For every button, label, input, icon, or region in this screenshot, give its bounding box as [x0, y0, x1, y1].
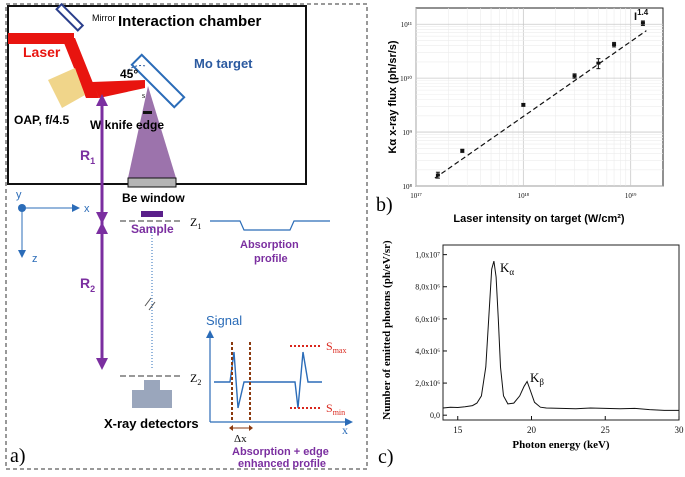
- chart-b-data-point: [521, 103, 526, 107]
- z2-label: Z2: [190, 371, 201, 387]
- laser-beam-down: [62, 38, 99, 98]
- chart-b-y-tick-label: 10¹⁰: [400, 75, 412, 83]
- chart-c-y-tick-label: 4,0x10⁶: [415, 347, 440, 356]
- y-axis-label: y: [16, 189, 22, 201]
- x-axis-label: x: [84, 203, 90, 215]
- mo-target-icon: [130, 53, 186, 109]
- panel-b-label: b): [376, 194, 393, 216]
- knife-edge-label: W knife edge: [90, 118, 164, 132]
- chart-c-ylabel: Number of emitted photons (ph/eV/sr): [381, 240, 393, 420]
- edge-signal-line: [214, 351, 322, 409]
- z-axis-label: z: [32, 253, 38, 265]
- signal-x-arrow: [345, 418, 353, 426]
- chart-b-x-tick-label: 10¹⁷: [410, 192, 422, 200]
- sample-icon: [141, 211, 163, 217]
- chamber-title: Interaction chamber: [118, 13, 262, 30]
- r1-arrow-bottom: [96, 212, 108, 224]
- panel-c-chart: Number of emitted photons (ph/eV/sr) Pho…: [378, 240, 684, 468]
- mirror-label: Mirror: [92, 13, 116, 23]
- chart-b-y-tick-label: 10⁹: [403, 129, 413, 137]
- xray-cone: [128, 86, 176, 178]
- panel-a: Interaction chamber Mirror Laser OAP, f/…: [5, 2, 368, 470]
- break-mark-1: [144, 297, 152, 307]
- break-mark-2: [148, 301, 156, 311]
- chart-c-x-tick-label: 25: [601, 425, 611, 435]
- edge-profile-label-1: Absorption + edge: [232, 446, 329, 458]
- chart-b-xlabel: Laser intensity on target (W/cm²): [453, 213, 624, 225]
- chart-b-x-tick-label: 10¹⁸: [518, 192, 530, 200]
- detector-icon-base: [132, 390, 172, 408]
- r2-label: R2: [80, 275, 95, 294]
- chart-c-y-tick-label: 2,0x10⁶: [415, 379, 440, 388]
- z1-label: Z1: [190, 215, 201, 231]
- z-axis-arrow: [18, 250, 26, 258]
- chart-c-y-tick-label: 8,0x10⁶: [415, 283, 440, 292]
- chart-b-x-tick-label: 10¹⁹: [625, 192, 637, 200]
- be-window-icon: [127, 177, 177, 188]
- chart-b-data-point: [435, 173, 440, 177]
- sample-label: Sample: [131, 222, 174, 236]
- x-axis-arrow: [72, 204, 80, 212]
- signal-x-label: x: [342, 423, 348, 437]
- panel-a-label: a): [10, 445, 26, 467]
- laser-beam-in: [8, 33, 74, 44]
- panel-c-label: c): [378, 446, 394, 468]
- absorption-profile-label-1: Absorption: [240, 239, 299, 251]
- k-beta-label: Kβ: [530, 370, 544, 387]
- absorption-profile-line: [210, 220, 330, 231]
- chart-b-y-tick-label: 10⁸: [403, 183, 413, 191]
- oap-label: OAP, f/4.5: [14, 113, 69, 127]
- chart-c-spectrum-line: [442, 260, 679, 411]
- edge-profile-label-2: enhanced profile: [238, 458, 326, 470]
- smin-label: Smin: [326, 401, 345, 417]
- laser-beam-focus: [92, 80, 145, 98]
- chart-b-data-point: [572, 74, 577, 78]
- angle-label: 45°: [120, 67, 138, 81]
- chart-c-frame: [442, 244, 680, 421]
- r1-label: R1: [80, 147, 95, 166]
- chart-b-y-tick-label: 10¹¹: [401, 21, 412, 29]
- signal-label: Signal: [206, 313, 242, 328]
- chart-b-fit-line: [434, 30, 647, 179]
- chart-c-y-tick-label: 0,0: [430, 411, 440, 420]
- chart-b-ylabel: Kα x-ray flux (ph/sr/s): [387, 40, 399, 153]
- chart-b-data-point: [460, 149, 465, 153]
- detector-icon-top: [144, 380, 160, 390]
- chart-c-x-tick-label: 20: [527, 425, 537, 435]
- dx-label: Δx: [234, 433, 247, 445]
- chart-c-x-tick-label: 15: [453, 425, 463, 435]
- mo-target-label: Mo target: [194, 56, 253, 71]
- r2-arrow-top: [96, 222, 108, 234]
- chart-b-data-point: [596, 61, 601, 65]
- dx-arrow-right: [249, 425, 253, 431]
- be-window-label: Be window: [122, 191, 185, 205]
- chart-c-y-tick-label: 6,0x10⁶: [415, 315, 440, 324]
- panel-a-frame: [5, 3, 368, 470]
- chart-c-x-tick-label: 30: [675, 425, 685, 435]
- chart-b-data-point: [640, 21, 645, 25]
- smax-label: Smax: [326, 339, 346, 355]
- absorption-profile-label-2: profile: [254, 253, 288, 265]
- laser-label: Laser: [23, 44, 61, 60]
- s-label: s: [142, 91, 145, 100]
- slope-label: I1.4: [634, 8, 649, 23]
- signal-y-arrow: [206, 330, 214, 338]
- detectors-label: X-ray detectors: [104, 416, 199, 431]
- oap-icon: [48, 68, 85, 108]
- chart-c-xlabel: Photon energy (keV): [512, 439, 609, 451]
- dx-arrow-left: [229, 425, 233, 431]
- r1-arrow-top: [96, 94, 108, 106]
- mirror-icon: [55, 2, 85, 32]
- knife-edge-icon: [143, 111, 152, 114]
- angle-arc: [127, 65, 147, 71]
- k-alpha-label: Kα: [500, 260, 514, 277]
- chart-b-data-point: [612, 43, 617, 47]
- panel-b-chart: I1.4 Kα x-ray flux (ph/sr/s) Laser inten…: [376, 7, 664, 225]
- chart-c-y-tick-label: 1,0x10⁷: [415, 251, 440, 260]
- r2-arrow-bottom: [96, 358, 108, 370]
